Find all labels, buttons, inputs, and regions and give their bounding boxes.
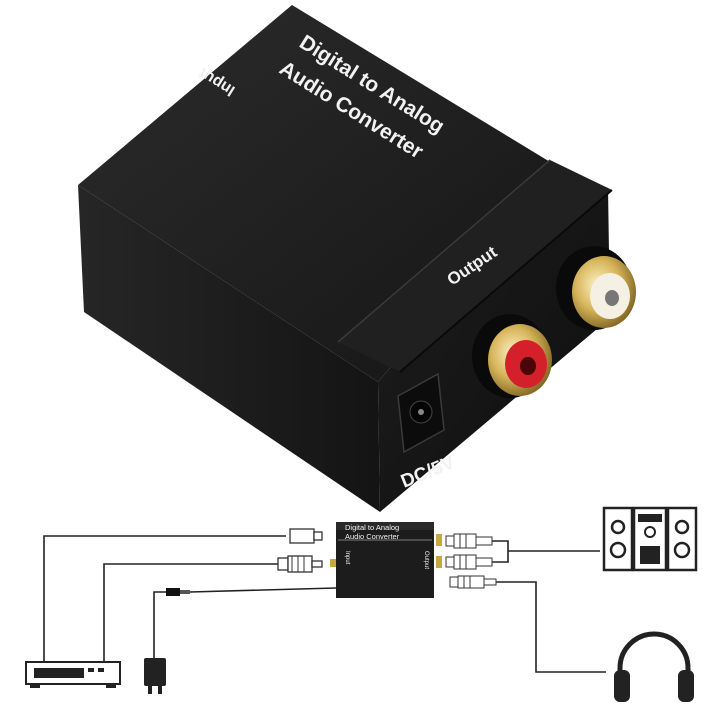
- wire-rca-bracket: [492, 540, 509, 563]
- power-adapter-icon: [144, 658, 166, 694]
- dvd-player-icon: [25, 661, 121, 688]
- coax-plug-icon: [277, 555, 336, 573]
- wire-power: [153, 591, 190, 660]
- diagram-input-label: Input: [344, 551, 350, 565]
- diagram-output-label: Output: [423, 551, 429, 569]
- rca-jack-white: [556, 246, 636, 330]
- diagram-device: [336, 522, 434, 598]
- usb-power-icon: [166, 588, 190, 596]
- headphone-plug-icon: [449, 575, 497, 589]
- rca-jack-red: [472, 314, 552, 398]
- diagram-title-line2: Audio Converter: [345, 532, 400, 541]
- rca-plug-bottom: [436, 554, 493, 570]
- diagram-title-line1: Digital to Analog: [345, 523, 399, 532]
- optical-plug-icon: [289, 528, 323, 544]
- headphones-icon: [614, 631, 694, 702]
- device-lid-edge: [338, 160, 612, 372]
- wire-to-headphones: [496, 581, 606, 673]
- hifi-speaker-icon: [602, 506, 698, 572]
- dc-power-jack: [397, 372, 445, 454]
- wire-coax: [103, 563, 280, 662]
- connection-diagram: Digital to Analog Audio Converter Input …: [25, 506, 698, 702]
- wire-optical: [43, 535, 286, 662]
- rca-plug-top: [436, 533, 493, 549]
- device-left-side: [78, 185, 380, 512]
- converter-device: Digital to Analog Audio Converter Input …: [78, 5, 636, 512]
